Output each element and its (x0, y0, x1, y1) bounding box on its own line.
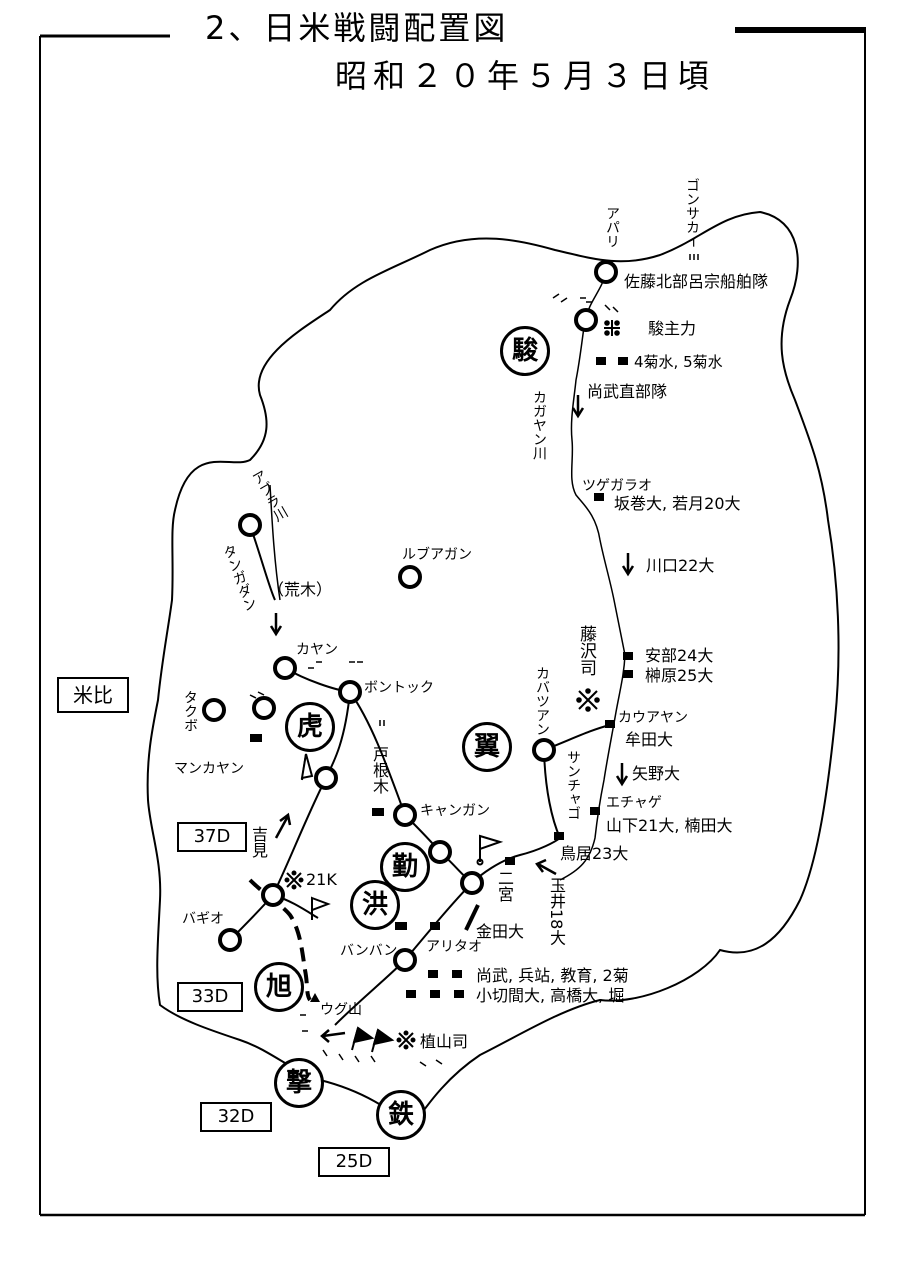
place-gonsakanai: ゴンサカイ (684, 178, 700, 248)
place-kauayan: カウアヤン (618, 710, 688, 726)
page-frame (39, 27, 866, 1217)
hq-marks (284, 320, 620, 1050)
town-banban (393, 948, 417, 972)
us-positions (249, 254, 699, 1067)
town-tangadan (238, 513, 262, 537)
town-bontoc (338, 680, 362, 704)
place-kabatsuan: カバツアン (534, 666, 550, 736)
unit-label-kikusui: 4菊水, 5菊水 (634, 353, 723, 371)
roads (229, 524, 611, 1026)
town-shun-main (574, 308, 598, 332)
place-lubuagan: ルブアガン (402, 547, 472, 563)
unit-symbol-tetsu: 鉄 (376, 1090, 426, 1140)
unit-label-sato: 佐藤北部呂宗船舶隊 (624, 272, 769, 291)
unit-label-sakamaki: 坂巻大, 若月20大 (614, 494, 741, 513)
unit-label-yoshimi: 吉見 (249, 826, 268, 858)
unit-symbol-kou: 洪 (350, 880, 400, 930)
map-subtitle: 昭和２０年５月３日頃 (335, 57, 716, 95)
unit-label-tamai: 玉井18大 (547, 877, 566, 946)
unit-symbol-asahi: 旭 (254, 962, 304, 1012)
unit-symbol-tsubasa: 翼 (462, 722, 512, 772)
unit-label-shobu: 尚武直部隊 (587, 382, 668, 401)
division-box-37d: 37D (177, 822, 247, 852)
place-kiangan: キャンガン (420, 803, 490, 819)
unit-symbol-shun: 駿 (500, 326, 550, 376)
place-santiago: サンチャゴ (565, 750, 581, 820)
place-aritao: アリタオ (426, 939, 482, 955)
place-tsugegarao: ツゲガラオ (582, 478, 652, 494)
unit-label-shobu-supply: 尚武, 兵站, 教育, 2菊 (476, 966, 629, 985)
town-kayan (273, 656, 297, 680)
place-takubo: タクボ (182, 690, 198, 732)
place-kayan: カヤン (296, 642, 338, 658)
map-title: 2、日米戦闘配置図 (205, 9, 509, 47)
division-box-25d: 25D (318, 1147, 390, 1177)
place-mankayan: マンカヤン (174, 761, 244, 777)
movement-arrows (269, 395, 635, 1043)
unit-label-araki: （荒木） (268, 580, 333, 599)
unit-label-yamashita: 山下21大, 楠田大 (606, 816, 733, 835)
unit-label-mutaguchi: 牟田大 (625, 730, 674, 749)
island-coastline (146, 210, 840, 1132)
unit-label-sakakibara: 榊原25大 (645, 666, 714, 685)
unit-label-kawaguchi: 川口22大 (646, 556, 715, 575)
kaneda-line (464, 904, 480, 931)
place-banban: バンバン (340, 943, 398, 959)
unit-label-fujisawa: 藤沢司 (576, 625, 596, 676)
unit-symbol-tora: 虎 (285, 702, 335, 752)
town-lubuagan (398, 565, 422, 589)
division-box-33d: 33D (177, 982, 243, 1012)
unit-label-21k: 21K (306, 870, 337, 889)
town-bagio (218, 928, 242, 952)
unit-label-ueyama: 植山司 (420, 1032, 469, 1051)
town-kabatsuan (532, 738, 556, 762)
unit-label-tonezaki: 戸根木 (370, 746, 389, 794)
division-box-32d: 32D (200, 1102, 272, 1132)
town-aparri (594, 260, 618, 284)
town-markers (202, 260, 618, 972)
unit-symbol-kin: 勤 (380, 842, 430, 892)
place-bagio: バギオ (182, 911, 224, 927)
town-21k (261, 883, 285, 907)
town-ninomiya (460, 871, 484, 895)
town-mankayan-n (252, 696, 276, 720)
place-echague: エチャゲ (606, 795, 662, 811)
river-label-kagayan: カガヤン川 (531, 390, 547, 460)
place-ugu: ウグ山 (320, 1002, 362, 1018)
unit-label-torii: 鳥居23大 (560, 844, 629, 863)
unit-label-shun-main: 駿主力 (648, 319, 697, 338)
town-kiangan-s (428, 840, 452, 864)
place-aparri: アパリ (604, 206, 620, 248)
town-mankayan (314, 766, 338, 790)
town-kiangan (393, 803, 417, 827)
unit-label-ninomiya: 二宮 (495, 870, 514, 902)
unit-label-yano: 矢野大 (632, 764, 681, 783)
unit-symbol-geki: 撃 (274, 1058, 324, 1108)
kagayan-river (559, 271, 626, 881)
unit-blocks (250, 357, 633, 1002)
unit-label-abe: 安部24大 (645, 646, 714, 665)
country-box: 米比 (57, 677, 129, 713)
abura-river (269, 484, 281, 601)
unit-label-kaneda: 金田大 (476, 922, 525, 941)
place-bontoc: ボントック (364, 680, 434, 696)
unit-label-kogiri: 小切間大, 高橋大, 堀 (476, 986, 625, 1005)
town-takubo (202, 698, 226, 722)
us-flags (300, 753, 504, 1053)
